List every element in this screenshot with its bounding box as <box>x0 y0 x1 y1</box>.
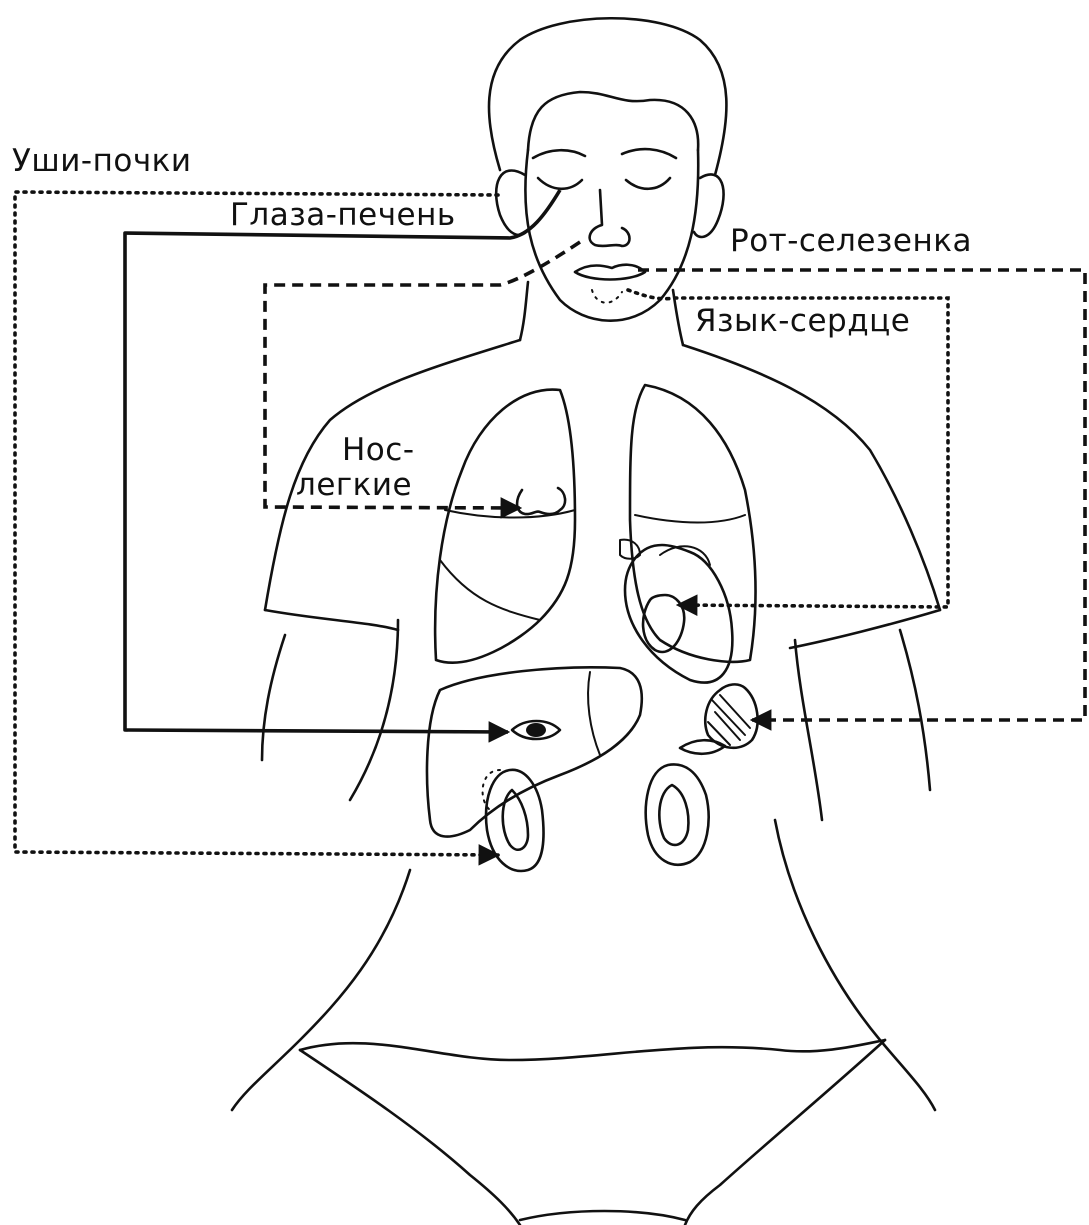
mouth-drawing <box>575 265 645 280</box>
link-ears-kidneys <box>15 192 498 855</box>
label-ears-kidneys: Уши-почки <box>12 146 192 177</box>
right-eye <box>626 178 670 189</box>
right-shoulder-arm <box>683 345 940 610</box>
eye-in-liver-pupil <box>526 723 546 737</box>
neck-left <box>520 282 528 340</box>
organs <box>427 385 758 871</box>
spleen-ribs <box>708 695 750 745</box>
liver-organ <box>427 667 642 836</box>
label-nose-lungs-line2: легкие <box>296 470 412 501</box>
face-outline <box>525 150 698 321</box>
connections <box>15 190 1085 855</box>
underwear-right-leg <box>685 1040 885 1225</box>
left-arm-lower <box>262 635 285 760</box>
nose-drawing <box>590 190 630 246</box>
right-arm-lower <box>900 630 930 790</box>
ear-in-right-kidney <box>659 785 688 845</box>
mouth-in-spleen <box>680 740 725 754</box>
underwear-waistband <box>300 1040 885 1060</box>
chin-dots <box>592 290 622 303</box>
torso-right-side <box>795 640 822 820</box>
hairline <box>528 92 698 150</box>
right-armpit-side <box>790 610 940 648</box>
left-ear <box>496 171 528 235</box>
waist-left <box>232 870 410 1110</box>
torso-left-side <box>350 620 398 800</box>
lung-left-view <box>435 390 575 663</box>
right-eyebrow <box>622 149 676 158</box>
left-eye <box>538 178 582 189</box>
lung-left-lobe-line2 <box>440 560 540 620</box>
left-eyebrow <box>533 150 585 158</box>
underwear-crotch <box>520 1211 685 1220</box>
kidney-right-view <box>646 764 709 864</box>
label-tongue-heart: Язык-сердце <box>695 306 910 337</box>
label-nose-lungs-line1: Нос- <box>342 435 415 466</box>
left-armpit-side <box>265 610 398 630</box>
nose-in-lungs <box>517 488 565 514</box>
lung-right-lobe-line <box>635 515 745 523</box>
underwear-left-leg <box>300 1050 520 1225</box>
ear-in-left-kidney <box>503 790 528 850</box>
label-mouth-spleen: Рот-селезенка <box>730 226 972 257</box>
label-eyes-liver: Глаза-печень <box>230 200 456 231</box>
spleen-organ <box>705 684 757 747</box>
liver-lobe-line <box>588 672 600 755</box>
